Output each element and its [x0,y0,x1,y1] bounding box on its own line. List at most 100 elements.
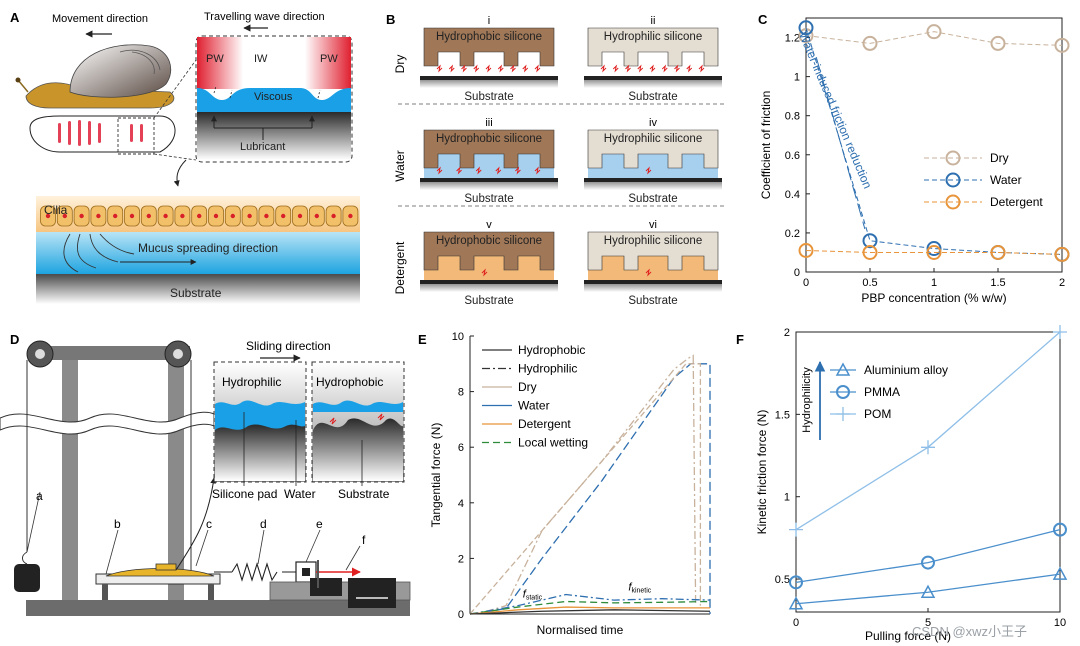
c-annotation: Water-induced friction reduction [796,30,875,191]
c-point [926,241,942,257]
motor [348,578,396,608]
c-point [862,244,878,260]
cilia-cell [107,205,124,227]
f-legend-marker [836,385,850,399]
e-legend-label: Dry [518,380,537,394]
cilia-cell [56,205,73,227]
e-curve [469,363,702,615]
e-ytick: 4 [458,498,464,510]
watermark: CSDN @xwz小王子 [912,624,1027,639]
snail-illustration [15,44,175,109]
pw-left-label: PW [206,53,224,65]
panel-a-label: A [10,10,20,25]
c-ylabel: Coefficient of friction [759,91,773,200]
c-legend-marker [945,194,961,210]
f-point [789,575,803,590]
e-ytick: 2 [458,553,464,565]
c-xtick: 1 [931,277,937,289]
mucus-label: Mucus spreading direction [138,241,278,255]
cilia-illustration: Cilia Mucus spreading direction Substrat… [36,196,360,304]
substrate-d-label: Substrate [338,487,390,501]
f-point [1052,566,1068,580]
c-ytick: 0.2 [785,228,800,240]
spring-d [231,562,278,582]
label-e: e [316,517,323,531]
lubricant-label: Lubricant [240,141,285,153]
label-b: b [114,517,121,531]
c-point [926,244,942,260]
b-cell-substrate: Substrate [628,91,677,103]
cilia-cell [224,205,241,227]
c-point [926,24,942,40]
wave-inset: PW IW PW Viscous Lubricant [195,35,353,163]
movement-direction-label: Movement direction [52,13,148,25]
c-point [1054,37,1070,53]
c-ytick: 0.6 [785,150,800,162]
c-series-line [805,27,1063,255]
zoom-line-bottom [153,153,197,161]
b-cell-title: Hydrophilic silicone [604,133,702,145]
c-xtick: 1.5 [990,277,1005,289]
e-curve [469,609,711,615]
weight-a [14,564,40,592]
f-point [789,522,803,537]
cilia-cell [174,205,191,227]
b-cell-num: vi [649,219,657,231]
hydrophobic-label: Hydrophobic [316,375,383,389]
c-annotation-line [815,56,866,230]
cilia-cell [90,205,107,227]
e-legend-label: Hydrophobic [518,343,585,357]
b-cell-substrate: Substrate [628,193,677,205]
water-label: Water [284,487,316,501]
c-ytick: 0.8 [785,111,800,123]
e-xlabel: Normalised time [537,623,624,637]
e-ytick: 8 [458,387,464,399]
c-legend-label: Water [990,173,1022,187]
f-ylabel: Kinetic friction force (N) [755,410,769,535]
c-ytick: 0.4 [785,189,800,201]
c-series-line [805,250,1063,255]
panel-d-label: D [10,332,19,347]
e-curve [469,606,710,615]
c-ytick: 1.2 [785,33,800,45]
b-row-label: Dry [393,55,407,74]
zoom-line-top [153,59,197,119]
f-ytick: 0.5 [775,574,790,586]
foot-illustration [29,115,176,155]
sliding-inset: Sliding direction Hydrophilic Hydrophobi… [212,339,405,501]
cilia-cell [157,205,174,227]
panel-c-label: C [758,12,768,27]
e-legend-label: Water [518,399,550,413]
f-point [788,596,804,610]
f-point [921,440,935,455]
panel-a: A Movement direction Travelling wave dir… [10,10,360,304]
c-ytick: 1 [794,72,800,84]
b-row-label: Detergent [393,241,407,294]
c-point [990,35,1006,51]
b-cell-substrate: Substrate [464,295,513,307]
silicone-pad-label: Silicone pad [212,487,277,501]
cilia-cell [342,205,359,227]
base-plate [26,600,410,616]
f-arrow-label: Hydrophilicity [801,367,813,433]
e-curve [469,354,697,615]
viscous-label: Viscous [254,91,293,103]
b-cell-num: v [486,219,492,231]
panel-d: D [0,332,411,616]
c-point [862,233,878,249]
f-point [1053,522,1067,537]
c-point [862,35,878,51]
substrate-a-label: Substrate [170,286,222,300]
f-series-line [795,331,1061,531]
label-d: d [260,517,267,531]
b-cell-num: iii [485,117,492,129]
e-ytick: 0 [458,609,464,621]
c-point [798,243,814,259]
zoom-curve-arrow [173,159,187,187]
